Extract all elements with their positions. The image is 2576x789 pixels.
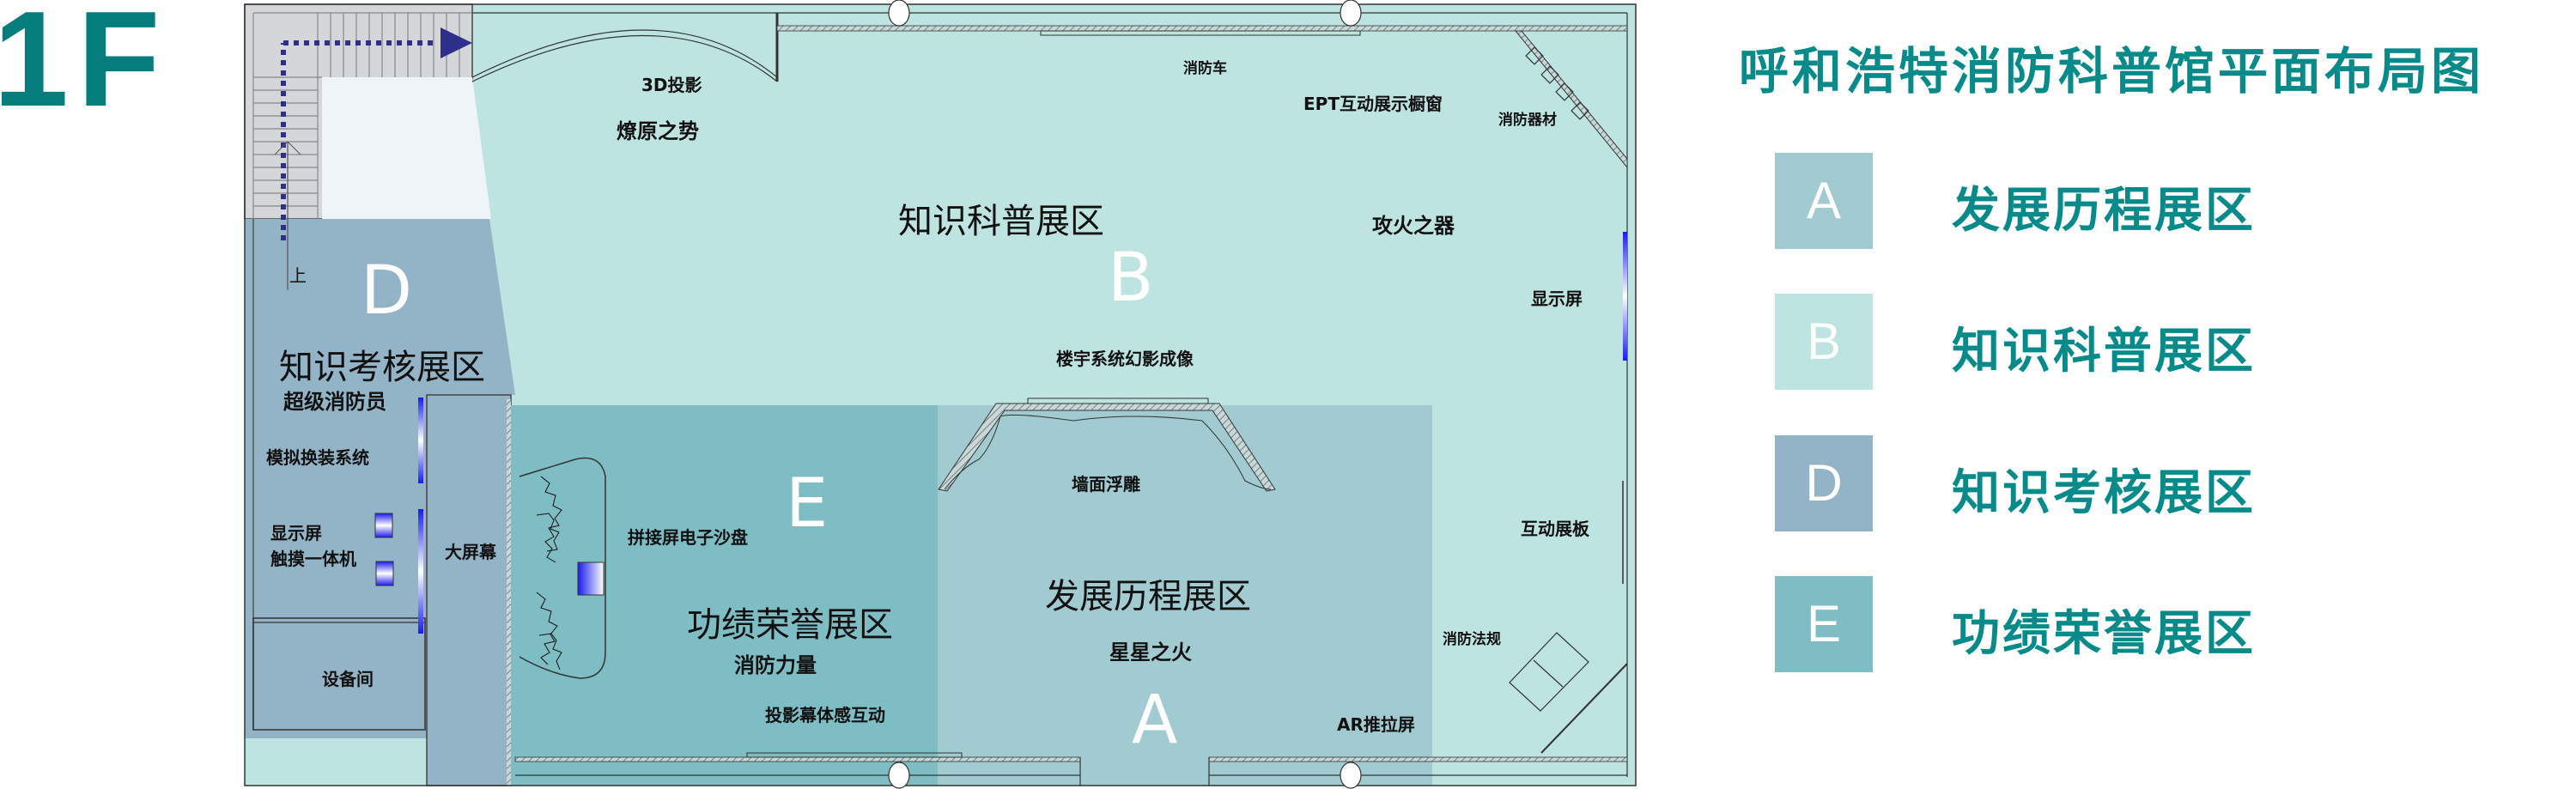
stair-void: [322, 77, 491, 219]
sand-table-outline: [519, 457, 606, 679]
zone-e-area: [511, 405, 938, 786]
label-dress-system: 模拟换装系统: [266, 447, 369, 468]
touch-kiosk-icon: [375, 561, 394, 586]
page-title: 呼和浩特消防科普馆平面布局图: [1739, 42, 2485, 100]
label-prairie-fire: 燎原之势: [617, 119, 699, 143]
zone-b-name: 知识科普展区: [898, 202, 1104, 241]
outer-walls: [244, 3, 1637, 786]
label-super-firefighter: 超级消防员: [283, 390, 386, 414]
legend-label: 发展历程展区: [1952, 183, 2256, 239]
fire-equipment-rack: [1514, 30, 1628, 169]
legend-letter: E: [1806, 595, 1842, 652]
legend-item-d: D 知识考核展区: [1775, 435, 2548, 531]
screen-strip-icon: [418, 398, 423, 483]
display-screen-b-icon: [1623, 232, 1627, 361]
zone-a-letter: A: [1132, 682, 1178, 759]
label-ar-screen: AR推拉屏: [1337, 714, 1415, 735]
label-fire-regulations: 消防法规: [1443, 631, 1501, 648]
zone-d-area: [245, 219, 515, 738]
label-display-screen-b: 显示屏: [1531, 288, 1583, 309]
route-arrow-icon: [281, 27, 472, 240]
legend-letter: B: [1806, 313, 1842, 370]
label-building-hologram: 楼宇系统幻影成像: [1056, 349, 1194, 369]
label-sand-table: 拼接屏电子沙盘: [628, 527, 748, 548]
label-fire-truck: 消防车: [1183, 60, 1227, 77]
label-wall-relief: 墙面浮雕: [1072, 474, 1140, 495]
sand-table-screen-icon: [577, 561, 605, 596]
label-spark: 星星之火: [1109, 640, 1192, 665]
book-icon: [1509, 632, 1589, 712]
label-big-screen: 大屏幕: [445, 542, 496, 562]
zone-d-name: 知识考核展区: [279, 348, 485, 387]
stair-up-label: 上: [289, 265, 307, 286]
relief-wall: [938, 398, 1276, 492]
label-interactive-board: 互动展板: [1521, 519, 1589, 539]
legend-swatch: [1775, 576, 1873, 672]
label-ept-window: EPT互动展示橱窗: [1303, 94, 1443, 114]
legend-swatch: [1775, 294, 1873, 390]
zone-d-letter: D: [361, 252, 413, 330]
screen-strip-icon: [418, 509, 423, 634]
floor-label: 1F: [0, 0, 169, 135]
zone-e-letter: E: [786, 465, 829, 543]
label-motion-projection: 投影幕体感互动: [765, 705, 885, 725]
zone-a-area: [938, 405, 1432, 786]
legend-item-a: A 发展历程展区: [1775, 153, 2548, 249]
legend-swatch: [1775, 435, 1873, 531]
legend-item-e: E 功绩荣誉展区: [1775, 576, 2548, 672]
big-screen-column: [426, 394, 512, 786]
legend-label: 知识考核展区: [1952, 465, 2256, 521]
display-screen-icon: [374, 513, 393, 538]
label-fire-force: 消防力量: [734, 653, 817, 677]
legend-item-b: B 知识科普展区: [1775, 294, 2548, 390]
equipment-room: [252, 617, 426, 731]
world-map-icon: [536, 476, 562, 671]
zone-b-letter: B: [1108, 240, 1154, 317]
zone-a-name: 发展历程展区: [1045, 577, 1251, 616]
legend-label: 功绩荣誉展区: [1952, 606, 2256, 662]
zone-e-name: 功绩荣誉展区: [687, 605, 893, 645]
label-equipment-room: 设备间: [322, 669, 374, 689]
label-3d-projection: 3D投影: [641, 75, 702, 95]
label-fire-equipment: 消防器材: [1498, 112, 1557, 129]
legend-letter: A: [1806, 172, 1842, 229]
legend-swatch: [1775, 153, 1873, 249]
pillar-icons: [888, 0, 1362, 789]
label-touch-kiosk: 触摸一体机: [270, 549, 356, 569]
legend-letter: D: [1805, 454, 1843, 512]
label-attack-fire: 攻火之器: [1372, 214, 1455, 238]
legend-label: 知识科普展区: [1952, 324, 2256, 379]
label-display-screen-d: 显示屏: [270, 523, 322, 543]
